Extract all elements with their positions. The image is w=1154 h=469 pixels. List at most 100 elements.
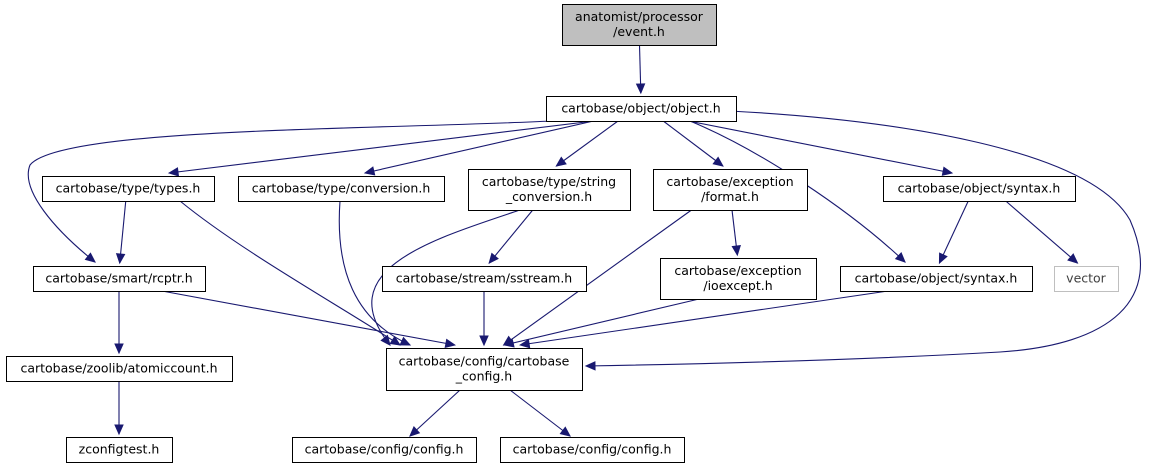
node-label: cartobase/config/cartobase <box>399 354 570 369</box>
edge-arrowhead <box>363 166 376 176</box>
edge-arrowhead <box>518 338 531 349</box>
edge-arrowhead <box>114 424 124 436</box>
node-n6[interactable]: cartobase/object/syntax.h <box>883 176 1076 202</box>
node-box <box>660 258 817 300</box>
edge-n6-to-n11 <box>1005 200 1079 264</box>
edge-n3-to-n13 <box>338 200 412 346</box>
node-label: _conversion.h <box>505 189 592 204</box>
edge-arrowhead <box>938 252 948 265</box>
node-n5[interactable]: cartobase/exception/format.h <box>653 169 808 211</box>
edge-n1-to-n3 <box>363 120 594 176</box>
edge-arrowhead <box>389 335 402 346</box>
edge-line <box>364 120 594 174</box>
edge-line <box>556 120 619 167</box>
node-label: zconfigtest.h <box>79 442 160 457</box>
node-n12[interactable]: cartobase/zoolib/atomiccount.h <box>6 356 233 382</box>
node-label: cartobase/zoolib/atomiccount.h <box>20 361 217 376</box>
node-n2[interactable]: cartobase/type/types.h <box>42 176 215 202</box>
edge-n0-to-n1 <box>635 44 646 95</box>
edge-arrowhead <box>559 426 571 437</box>
node-n9[interactable]: cartobase/exception/ioexcept.h <box>660 258 817 300</box>
node-box <box>386 348 583 391</box>
edge-n13-to-n16 <box>509 389 571 437</box>
node-box <box>468 169 631 211</box>
edge-line <box>338 200 411 346</box>
edge-line <box>168 120 594 174</box>
node-label: /format.h <box>701 189 759 204</box>
edges-layer <box>27 44 1141 437</box>
edge-arrowhead <box>584 361 596 371</box>
node-box <box>66 437 173 463</box>
node-label: cartobase/type/types.h <box>56 181 201 196</box>
node-n15[interactable]: cartobase/config/config.h <box>292 437 477 463</box>
node-label: cartobase/config/config.h <box>513 442 672 457</box>
edge-n2-to-n13 <box>179 200 402 346</box>
node-label: cartobase/smart/rcptr.h <box>45 271 192 286</box>
node-label: cartobase/stream/sstream.h <box>396 271 572 286</box>
edge-n1-to-n4 <box>555 120 619 167</box>
node-label: cartobase/type/string <box>482 174 616 189</box>
edge-line <box>1005 200 1078 264</box>
edge-n13-to-n15 <box>409 389 461 437</box>
edge-n6-to-n10 <box>938 200 969 265</box>
node-box <box>238 176 445 202</box>
edge-n4-to-n13 <box>371 209 521 346</box>
node-n3[interactable]: cartobase/type/conversion.h <box>238 176 445 202</box>
node-label: cartobase/object/syntax.h <box>855 271 1018 286</box>
edge-n12-to-n14 <box>114 381 124 436</box>
edge-line <box>409 389 461 437</box>
edge-n5-to-n9 <box>731 209 741 257</box>
edge-arrowhead <box>167 167 180 177</box>
edge-n1-to-n7 <box>27 120 553 263</box>
edge-line <box>27 120 553 263</box>
edge-line <box>938 200 969 264</box>
edge-arrowhead <box>503 338 515 348</box>
edge-arrowhead <box>555 156 567 167</box>
node-box <box>653 169 808 211</box>
node-box <box>292 437 477 463</box>
edge-line <box>179 200 401 346</box>
edge-line <box>488 209 534 264</box>
edge-arrowhead <box>1067 253 1079 264</box>
node-label: cartobase/config/config.h <box>305 442 464 457</box>
edge-line <box>520 290 889 346</box>
edge-n7-to-n12 <box>114 291 124 355</box>
edge-arrowhead <box>380 334 391 346</box>
node-box <box>546 96 737 122</box>
node-label: anatomist/processor <box>575 9 704 24</box>
node-n10[interactable]: cartobase/object/syntax.h <box>840 266 1033 292</box>
edge-line <box>119 200 127 264</box>
edge-arrowhead <box>444 338 457 348</box>
node-label: vector <box>1066 271 1107 286</box>
node-n16[interactable]: cartobase/config/config.h <box>500 437 685 463</box>
nodes-layer: anatomist/processor/event.h cartobase/obj… <box>6 4 1119 463</box>
node-n14[interactable]: zconfigtest.h <box>66 437 173 463</box>
edge-n1-to-n5 <box>662 120 724 167</box>
edge-n7-to-n13 <box>161 290 457 348</box>
edge-arrowhead <box>712 156 724 167</box>
edge-arrowhead <box>894 252 906 263</box>
edge-n4-to-n8 <box>488 209 534 264</box>
node-n13[interactable]: cartobase/config/cartobase_config.h <box>386 348 583 391</box>
node-box <box>883 176 1076 202</box>
node-n4[interactable]: cartobase/type/string_conversion.h <box>468 169 631 211</box>
node-box <box>33 266 206 292</box>
node-n1[interactable]: cartobase/object/object.h <box>546 96 737 122</box>
node-n11[interactable]: vector <box>1054 266 1119 292</box>
edge-arrowhead <box>114 343 124 355</box>
edge-line <box>503 209 692 346</box>
node-label: cartobase/object/object.h <box>561 101 720 116</box>
node-box <box>6 356 233 382</box>
edge-n1-to-n13 <box>584 110 1141 371</box>
edge-n10-to-n13 <box>518 290 889 349</box>
node-box <box>42 176 215 202</box>
edge-arrowhead <box>409 426 421 437</box>
node-box <box>1054 266 1119 292</box>
node-n7[interactable]: cartobase/smart/rcptr.h <box>33 266 206 292</box>
node-n8[interactable]: cartobase/stream/sstream.h <box>382 266 587 292</box>
edge-line <box>504 298 700 346</box>
edge-arrowhead <box>479 335 489 347</box>
edge-n1-to-n2 <box>167 120 594 177</box>
node-n0: anatomist/processor/event.h <box>562 4 717 46</box>
edge-n2-to-n7 <box>115 200 127 265</box>
